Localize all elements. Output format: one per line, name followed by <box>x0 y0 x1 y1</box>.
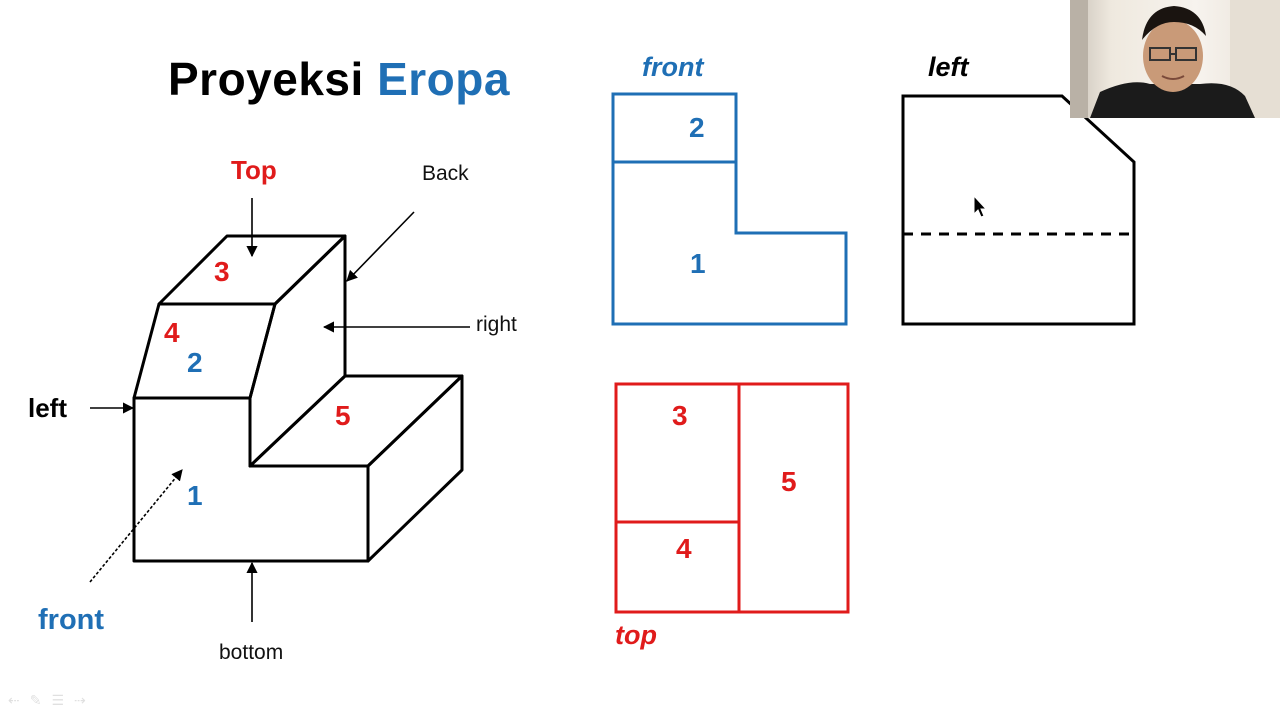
face-5-number: 5 <box>335 400 351 431</box>
label-back: Back <box>422 162 469 185</box>
pen-icon[interactable]: ✎ <box>29 692 42 708</box>
front-view-region-1: 1 <box>690 248 706 279</box>
presenter-video <box>1070 0 1280 118</box>
face-4-number: 4 <box>164 317 180 348</box>
left-view-label: left <box>928 52 969 82</box>
label-top: Top <box>231 155 277 185</box>
label-right: right <box>476 313 517 336</box>
left-view <box>901 94 1136 326</box>
back-arrow-icon[interactable]: ⇠ <box>8 692 20 708</box>
forward-arrow-icon[interactable]: ⇢ <box>74 692 86 708</box>
back-arrow <box>346 211 415 282</box>
mouse-cursor-icon <box>973 194 988 218</box>
view-arrows <box>89 198 470 622</box>
webcam-overlay <box>1070 0 1280 118</box>
top-view <box>614 382 850 614</box>
title-part-1: Proyeksi <box>168 53 364 105</box>
top-view-label: top <box>615 620 657 650</box>
front-view-label: front <box>642 52 704 82</box>
lower-right-side <box>366 374 464 563</box>
front-view <box>611 92 848 326</box>
top-view-region-5: 5 <box>781 466 797 497</box>
label-front: front <box>38 604 105 636</box>
front-arrow <box>89 469 183 583</box>
top-view-region-3: 3 <box>672 400 688 431</box>
label-left: left <box>28 393 67 423</box>
face-2-number: 2 <box>187 347 203 378</box>
face-1-number: 1 <box>187 480 203 511</box>
face-3-number: 3 <box>214 256 230 287</box>
slide-title: Proyeksi Eropa <box>168 52 510 106</box>
front-view-region-2: 2 <box>689 112 705 143</box>
label-bottom: bottom <box>219 641 284 664</box>
slideshow-toolbar[interactable]: ⇠ ✎ ☰ ⇢ <box>8 692 86 709</box>
top-view-region-4: 4 <box>676 533 692 564</box>
isometric-object <box>132 234 464 563</box>
menu-icon[interactable]: ☰ <box>51 692 65 708</box>
title-part-2: Eropa <box>377 53 510 105</box>
